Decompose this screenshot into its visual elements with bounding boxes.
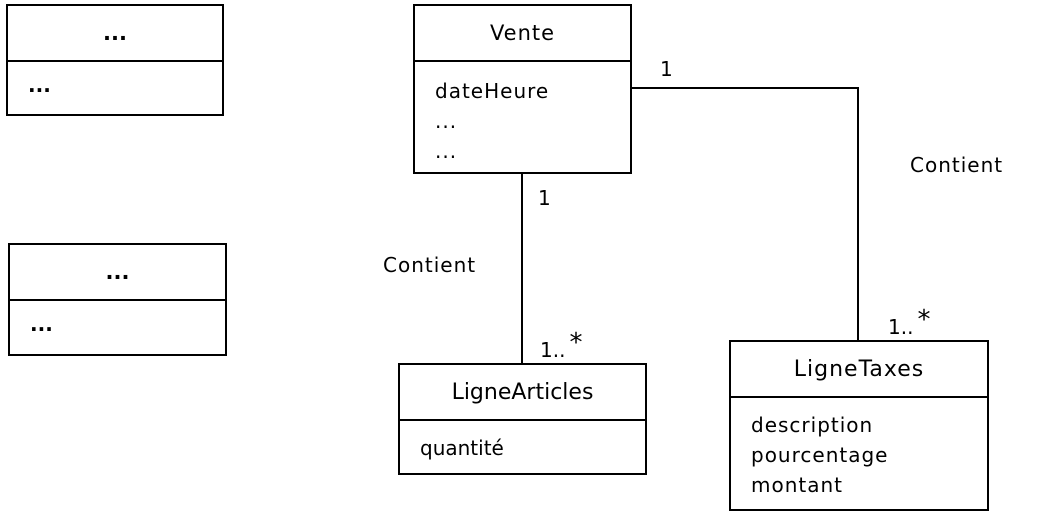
- multiplicity-text: 1..: [888, 315, 914, 339]
- attribute: quantité: [420, 436, 504, 460]
- multiplicity-text: 1..: [540, 338, 566, 362]
- attribute: dateHeure: [435, 79, 550, 103]
- multiplicity-star: *: [917, 305, 931, 335]
- class-attributes: ...: [8, 62, 222, 98]
- placeholder-class-bottom: ... ...: [8, 243, 227, 356]
- association-label-articles: Contient: [383, 253, 477, 277]
- multiplicity-articles: 1..*: [540, 328, 582, 364]
- class-name: LigneArticles: [400, 365, 645, 421]
- class-name: Vente: [415, 6, 630, 62]
- attribute: ...: [30, 312, 53, 336]
- attribute: ...: [435, 109, 458, 133]
- taxes-association-line: [630, 87, 859, 340]
- class-ligne-articles: LigneArticles quantité: [398, 363, 647, 475]
- attribute: description: [751, 413, 874, 437]
- class-name: LigneTaxes: [731, 342, 987, 398]
- attribute: ...: [435, 139, 458, 163]
- class-ligne-taxes: LigneTaxes description pourcentage monta…: [729, 340, 989, 511]
- class-name: ...: [8, 6, 222, 62]
- class-attributes: quantité: [400, 421, 645, 463]
- multiplicity-star: *: [569, 328, 583, 358]
- class-name: ...: [10, 245, 225, 301]
- attribute: ...: [28, 73, 51, 97]
- class-attributes: description pourcentage montant: [731, 398, 987, 500]
- class-attributes: ...: [10, 301, 225, 337]
- class-vente: Vente dateHeure ... ...: [413, 4, 632, 174]
- multiplicity-vente-taxes: 1: [660, 57, 673, 81]
- association-label-taxes: Contient: [910, 153, 1004, 177]
- multiplicity-taxes: 1..*: [888, 305, 930, 341]
- attribute: pourcentage: [751, 443, 889, 467]
- attribute: montant: [751, 473, 844, 497]
- placeholder-class-top: ... ...: [6, 4, 224, 116]
- multiplicity-vente-articles: 1: [538, 186, 551, 210]
- class-attributes: dateHeure ... ...: [415, 62, 630, 166]
